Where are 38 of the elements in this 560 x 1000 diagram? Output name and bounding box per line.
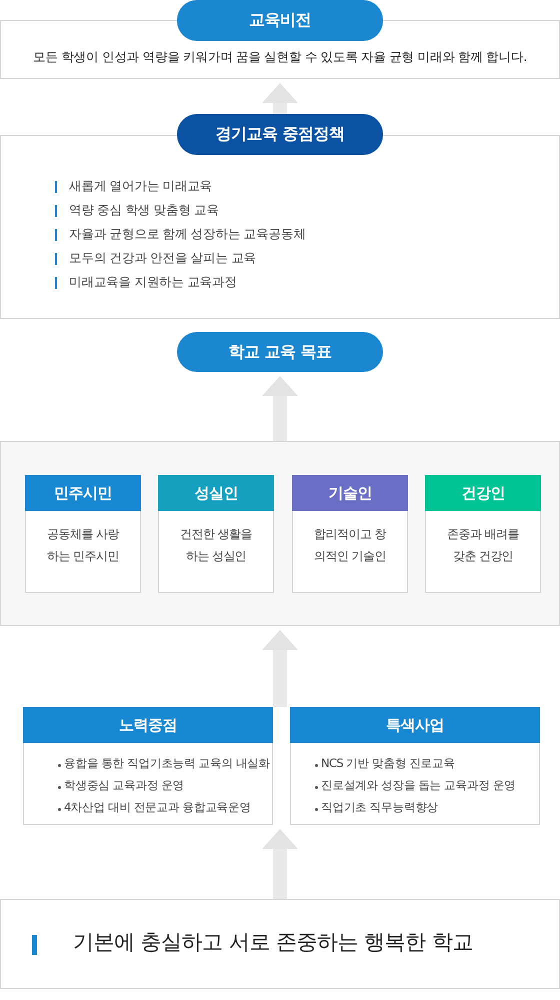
- vision-text: 모든 학생이 인성과 역량을 키워가며 꿈을 실현할 수 있도록 자율 균형 미래와 함께 합니다.: [32, 49, 528, 66]
- motto-banner: [0, 899, 560, 989]
- list-item: 역량 중심 학생 맞춤형 교육: [69, 202, 219, 219]
- list-item: 새롭게 열어가는 미래교육: [69, 178, 212, 195]
- goal-card: [25, 475, 141, 593]
- list-item: 융합을 통한 직업기초능력 교육의 내실화: [64, 756, 270, 771]
- list-item: 자율과 균형으로 함께 성장하는 교육공동체: [69, 226, 306, 243]
- list-item: 모두의 건강과 안전을 살피는 교육: [69, 250, 256, 267]
- card-header: 성실인: [158, 475, 274, 511]
- card-text: 합리적이고 창의적인 기술인: [313, 526, 388, 565]
- goal-card: [425, 475, 541, 593]
- list-item: 학생중심 교육과정 운영: [64, 778, 184, 793]
- goal-card: [158, 475, 274, 593]
- heading-pill: 경기교육 중점정책: [177, 114, 383, 155]
- list-item: 4차산업 대비 전문교과 융합교육운영: [64, 800, 251, 815]
- up-arrow: [262, 83, 298, 114]
- panel-background: [0, 441, 560, 626]
- card-text: 공동체를 사랑하는 민주시민: [46, 526, 120, 565]
- up-arrow: [262, 376, 298, 441]
- motto-text: 기본에 충실하고 서로 존중하는 행복한 학교: [73, 929, 473, 956]
- up-arrow: [262, 630, 298, 707]
- card-text: 존중과 배려를 갖춘 건강인: [446, 526, 520, 565]
- card-header: 건강인: [425, 475, 541, 511]
- card-header: 기술인: [292, 475, 408, 511]
- card-header: 민주시민: [25, 475, 141, 511]
- list-item: NCS 기반 맞춤형 진로교육: [321, 756, 455, 771]
- card-text: 건전한 생활을 하는 성실인: [179, 526, 253, 565]
- info-card: [23, 707, 273, 825]
- heading-pill: 교육비전: [177, 0, 383, 41]
- card-header: 노력중점: [23, 707, 273, 743]
- up-arrow: [262, 829, 298, 899]
- list-item: 직업기초 직무능력향상: [321, 800, 438, 815]
- card-header: 특색사업: [290, 707, 540, 743]
- list-item: 미래교육을 지원하는 교육과정: [69, 274, 237, 291]
- list-item: 진로설계와 성장을 돕는 교육과정 운영: [321, 778, 516, 793]
- info-card: [290, 707, 540, 825]
- heading-pill: 학교 교육 목표: [177, 332, 383, 372]
- goal-card: [292, 475, 408, 593]
